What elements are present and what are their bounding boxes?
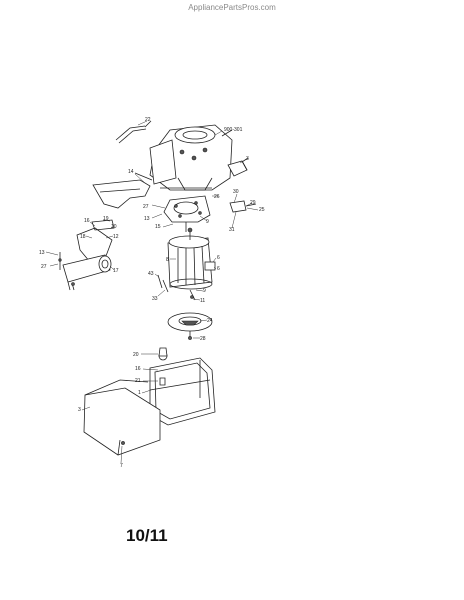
- part-label: 24: [207, 318, 213, 324]
- page-number: 10/11: [126, 526, 168, 545]
- hose-part: [115, 120, 152, 144]
- part-label: 25: [259, 207, 265, 213]
- part-label: 10: [111, 224, 117, 230]
- motor-stator: [167, 227, 216, 290]
- part-label: 3: [246, 156, 249, 162]
- part-label: 13: [39, 250, 45, 256]
- part-label: 6: [217, 255, 220, 261]
- muffler-assembly: [58, 219, 115, 291]
- part-label: 31: [229, 227, 235, 233]
- leader-lines: [45, 120, 259, 464]
- part-label: 27: [143, 204, 149, 210]
- screws: [157, 274, 196, 301]
- part-label: 19: [103, 216, 109, 222]
- base-plate: [83, 379, 161, 456]
- part-label: 7: [120, 463, 123, 469]
- clip-part: [229, 200, 257, 213]
- part-label: 9: [203, 288, 206, 294]
- part-label: 27: [41, 264, 47, 270]
- part-label: 11: [200, 298, 205, 304]
- engine-assembly: [149, 124, 233, 191]
- part-label: 26: [214, 194, 220, 200]
- part-label: 29: [250, 200, 256, 206]
- part-label: 9: [206, 219, 209, 225]
- part-label: 28: [200, 336, 206, 342]
- part-label: 21: [135, 378, 141, 384]
- part-label: 17: [113, 268, 119, 274]
- part-label: 20: [133, 352, 139, 358]
- part-label: 22: [145, 117, 151, 123]
- watermark-text: AppliancePartsPros.com: [188, 3, 276, 12]
- part-label: 13: [144, 216, 150, 222]
- pump-head: [163, 195, 211, 232]
- fan-part: [167, 312, 213, 340]
- part-label: 18: [80, 234, 86, 240]
- part-label: 12: [113, 234, 119, 240]
- part-label: 33: [152, 296, 158, 302]
- part-label: 15: [155, 224, 161, 230]
- part-label: 43: [148, 271, 154, 277]
- part-label: 6: [217, 266, 220, 272]
- part-label: 30: [233, 189, 239, 195]
- part-label: 16: [84, 218, 90, 224]
- bracket-part: [92, 172, 153, 209]
- part-label: 3: [78, 407, 81, 413]
- part-labels: 22 900-301 3 14 27 13 15 26 30 29 25 31 …: [39, 117, 265, 469]
- part-label: 14: [128, 169, 134, 175]
- part-label: 1: [138, 390, 141, 396]
- part-label: 900-301: [224, 127, 243, 133]
- part-label: 16: [135, 366, 141, 372]
- part-label: 8: [166, 257, 169, 263]
